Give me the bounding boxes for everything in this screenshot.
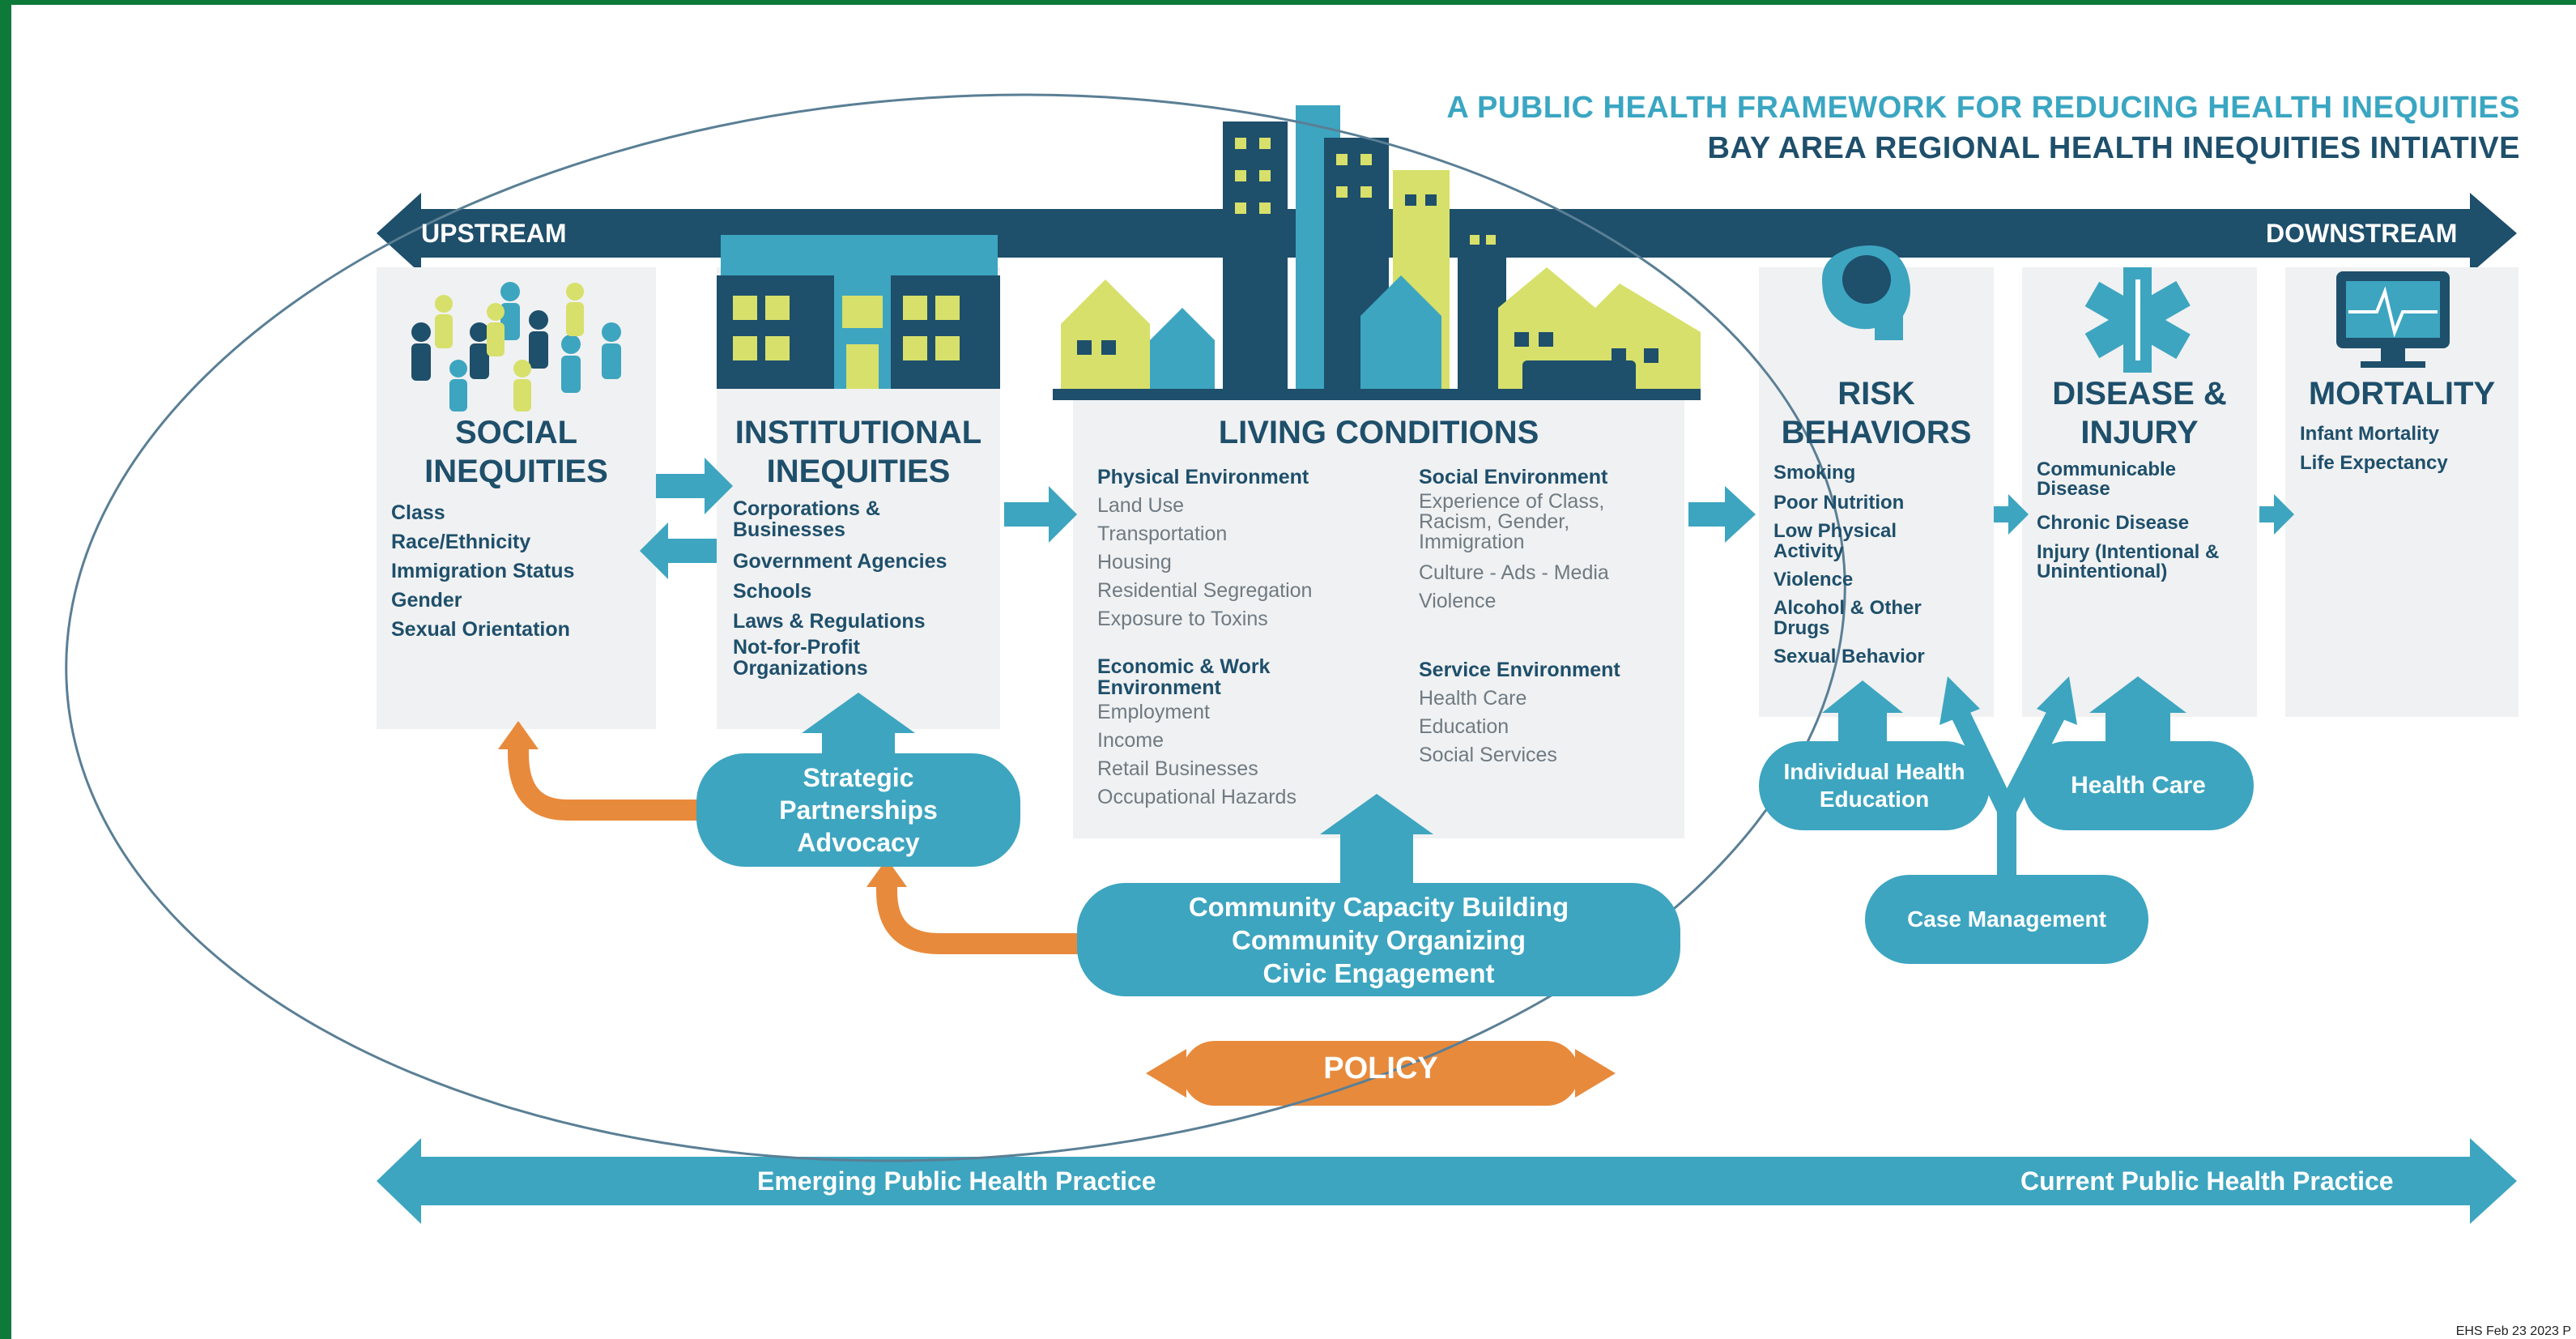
living-panel — [1073, 389, 1684, 838]
list-item: Retail Businesses — [1097, 757, 1258, 780]
diagram-subtitle: BAY AREA REGIONAL HEALTH INEQUITIES INTI… — [1707, 131, 2520, 165]
list-item: Communicable Disease — [2037, 458, 2177, 500]
list-item: Smoking — [1773, 462, 1856, 484]
emerging-practice-label: Emerging Public Health Practice — [757, 1166, 1156, 1196]
list-item: Violence — [1773, 569, 1854, 591]
list-item: Race/Ethnicity — [391, 531, 531, 553]
list-item: Violence — [1419, 590, 1497, 612]
policy-arrow — [1146, 1041, 1616, 1106]
list-item: Infant Mortality — [2300, 423, 2439, 445]
medical-star-icon — [2084, 267, 2191, 373]
disease-injury-title: DISEASE &INJURY — [2052, 376, 2227, 450]
list-item: Sexual Behavior — [1773, 646, 1925, 667]
emphasis-ellipse — [65, 93, 1846, 1162]
institutional-inequities-list: Corporations & Businesses Government Age… — [733, 498, 992, 679]
list-item: Immigration Status — [391, 560, 575, 582]
service-environment-heading: Service Environment — [1419, 659, 1620, 681]
institution-building-icon — [717, 235, 1000, 389]
risk-panel — [1759, 267, 1994, 717]
heart-monitor-icon — [2336, 271, 2450, 368]
footer-text: EHS Feb 23 2023 P — [2455, 1324, 2571, 1338]
downstream-label: DOWNSTREAM — [2266, 219, 2458, 248]
list-item: Poor Nutrition — [1773, 492, 1905, 514]
flow-arrows — [640, 458, 2294, 579]
list-item: Exposure to Toxins — [1097, 608, 1268, 630]
upstream-label: UPSTREAM — [421, 219, 567, 248]
list-item: Schools — [733, 580, 812, 603]
orange-connectors — [508, 745, 1085, 954]
list-item: Life Expectancy — [2300, 452, 2448, 474]
risk-behaviors-list: Smoking Poor Nutrition Low Physical Acti… — [1773, 458, 1984, 672]
people-icon — [411, 282, 621, 412]
list-item: Transportation — [1097, 522, 1228, 545]
list-item: Chronic Disease — [2037, 512, 2190, 534]
list-item: Occupational Hazards — [1097, 786, 1297, 808]
list-item: Injury (Intentional & Unintentional) — [2037, 541, 2220, 582]
social-environment-heading: Social Environment — [1419, 466, 1608, 488]
physical-environment-list: Physical Environment Land Use Transporta… — [1097, 463, 1389, 633]
list-item: Education — [1419, 715, 1509, 738]
list-item: Low Physical Activity — [1773, 520, 1897, 562]
list-item: Gender — [391, 589, 462, 612]
physical-environment-heading: Physical Environment — [1097, 466, 1309, 488]
list-item: Sexual Orientation — [391, 618, 570, 641]
list-item: Culture - Ads - Media — [1419, 561, 1609, 584]
list-item: Employment — [1097, 701, 1210, 723]
list-item: Residential Segregation — [1097, 579, 1313, 602]
left-border — [0, 0, 11, 1339]
city-skyline-icon — [1053, 105, 1701, 400]
list-item: Government Agencies — [733, 550, 947, 573]
list-item: Not-for-Profit Organizations — [733, 636, 868, 680]
list-item: Class — [391, 501, 445, 524]
list-item: Laws & Regulations — [733, 610, 926, 633]
list-item: Land Use — [1097, 494, 1185, 517]
current-practice-label: Current Public Health Practice — [2020, 1166, 2394, 1196]
social-inequities-list: Class Race/Ethnicity Immigration Status … — [391, 498, 574, 644]
top-border — [0, 0, 2576, 5]
list-item: Social Services — [1419, 744, 1557, 766]
policy-label: POLICY — [1323, 1051, 1438, 1085]
list-item: Housing — [1097, 551, 1172, 574]
service-environment-list: Service Environment Health Care Educatio… — [1419, 656, 1662, 770]
economic-environment-heading: Economic & Work Environment — [1097, 655, 1271, 699]
list-item: Experience of Class, Racism, Gender, Imm… — [1419, 490, 1605, 553]
list-item: Health Care — [1419, 687, 1527, 710]
health-care-pill: Health Care — [2023, 741, 2254, 830]
mortality-title: MORTALITY — [2308, 376, 2496, 412]
list-item: Alcohol & Other Drugs — [1773, 597, 1922, 639]
list-item: Income — [1097, 729, 1164, 752]
social-environment-list: Social Environment Experience of Class, … — [1419, 463, 1662, 616]
mortality-list: Infant Mortality Life Expectancy — [2300, 420, 2448, 478]
list-item: Corporations & Businesses — [733, 497, 880, 541]
brain-head-icon — [1822, 245, 1910, 340]
case-management-pill: Case Management — [1865, 875, 2148, 964]
diagram-title: A PUBLIC HEALTH FRAMEWORK FOR REDUCING H… — [1446, 91, 2520, 125]
disease-injury-list: Communicable Disease Chronic Disease Inj… — [2037, 460, 2247, 582]
living-conditions-title: LIVING CONDITIONS — [1218, 415, 1539, 450]
economic-environment-list: Economic & Work Environment Employment I… — [1097, 656, 1340, 812]
